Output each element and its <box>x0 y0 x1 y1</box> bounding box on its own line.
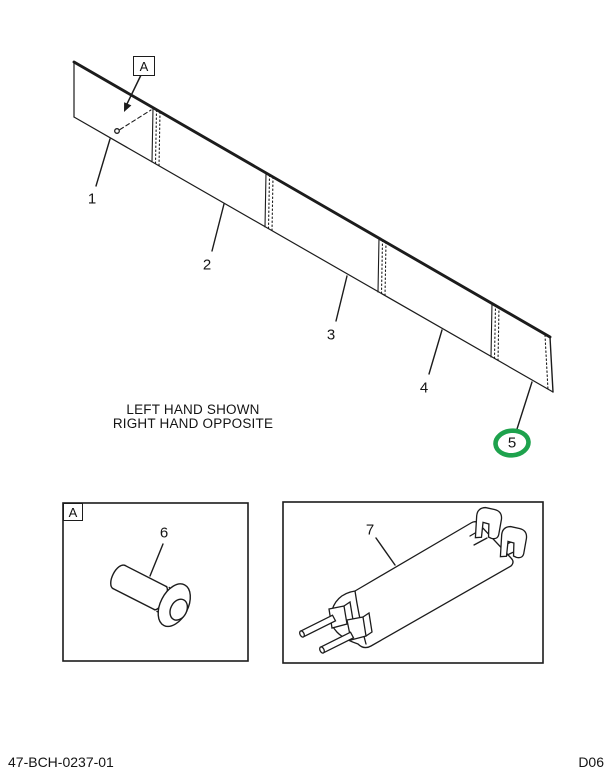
terminal-pin-tip <box>299 630 305 638</box>
panel-seam-stitch <box>380 239 384 295</box>
callout-7-label: 7 <box>365 521 375 539</box>
panel-seam-stitch <box>158 111 161 167</box>
callout-leaders <box>95 138 533 577</box>
rivet-dashed-pointer <box>119 109 152 131</box>
detail-box-a-letter: A <box>68 504 78 520</box>
panel-seam-stitch <box>384 241 387 297</box>
footer-page-code: D06 <box>578 754 604 770</box>
rivet-tail-end <box>110 564 126 590</box>
callout-4-label: 4 <box>419 379 429 397</box>
strip-right-edge-stitch <box>544 334 549 391</box>
strip-bottom-edge <box>73 116 554 393</box>
callout-5-leader <box>516 381 533 430</box>
callout-2-leader <box>211 203 225 252</box>
detail-box-b <box>282 501 544 664</box>
callout-7-leader <box>375 537 396 566</box>
callout-1-label: 1 <box>87 190 97 208</box>
detail-a-marker-label: A <box>139 58 149 74</box>
detail-box-a <box>62 502 249 662</box>
panel-seam <box>377 237 380 293</box>
arrowhead <box>124 102 132 112</box>
hand-note: LEFT HAND SHOWN RIGHT HAND OPPOSITE <box>98 403 288 430</box>
detail-a-marker: A <box>133 56 155 76</box>
panel-seam-stitch <box>493 304 497 360</box>
rivet-drawing <box>110 564 192 628</box>
panel-seam <box>151 107 154 163</box>
callout-1-leader <box>95 138 111 187</box>
panel-seam <box>264 172 267 228</box>
mounting-hook <box>499 525 528 559</box>
strip-top-edge <box>72 60 552 339</box>
rivet-body <box>112 564 168 611</box>
detail-box-a-corner-label: A <box>63 503 83 521</box>
panel-seams <box>151 107 500 362</box>
mounting-hook <box>474 506 503 540</box>
callout-3-leader <box>335 275 348 322</box>
hand-note-line2: RIGHT HAND OPPOSITE <box>112 415 274 431</box>
panel-seam-stitch <box>271 176 274 232</box>
callout-3-label: 3 <box>326 326 336 344</box>
callout-6-leader <box>149 543 164 577</box>
strip-right-edge <box>549 336 554 393</box>
callout-6-label: 6 <box>159 524 169 542</box>
panel-seam-stitch <box>497 306 500 362</box>
callout-2-label: 2 <box>202 256 212 274</box>
callout-5-label: 5 <box>507 434 517 452</box>
footer-drawing-number: 47-BCH-0237-01 <box>8 754 114 770</box>
panel-seam-stitch <box>267 174 271 230</box>
detail-a-arrow <box>124 74 142 112</box>
panel-seam <box>490 302 493 358</box>
panel-seam-stitch <box>154 109 158 165</box>
hand-note-line1: LEFT HAND SHOWN <box>126 402 260 417</box>
callout-4-leader <box>428 329 443 375</box>
terminal-pin-tip <box>319 646 325 654</box>
rivet-location-dot <box>114 128 120 134</box>
terminal-pin <box>319 631 355 654</box>
side-rail-strip <box>72 60 554 393</box>
rivet-head-hole <box>169 598 189 621</box>
highlight-circle-5 <box>493 428 531 458</box>
terminal-pin <box>299 614 337 638</box>
component-7-drawing <box>299 506 528 654</box>
